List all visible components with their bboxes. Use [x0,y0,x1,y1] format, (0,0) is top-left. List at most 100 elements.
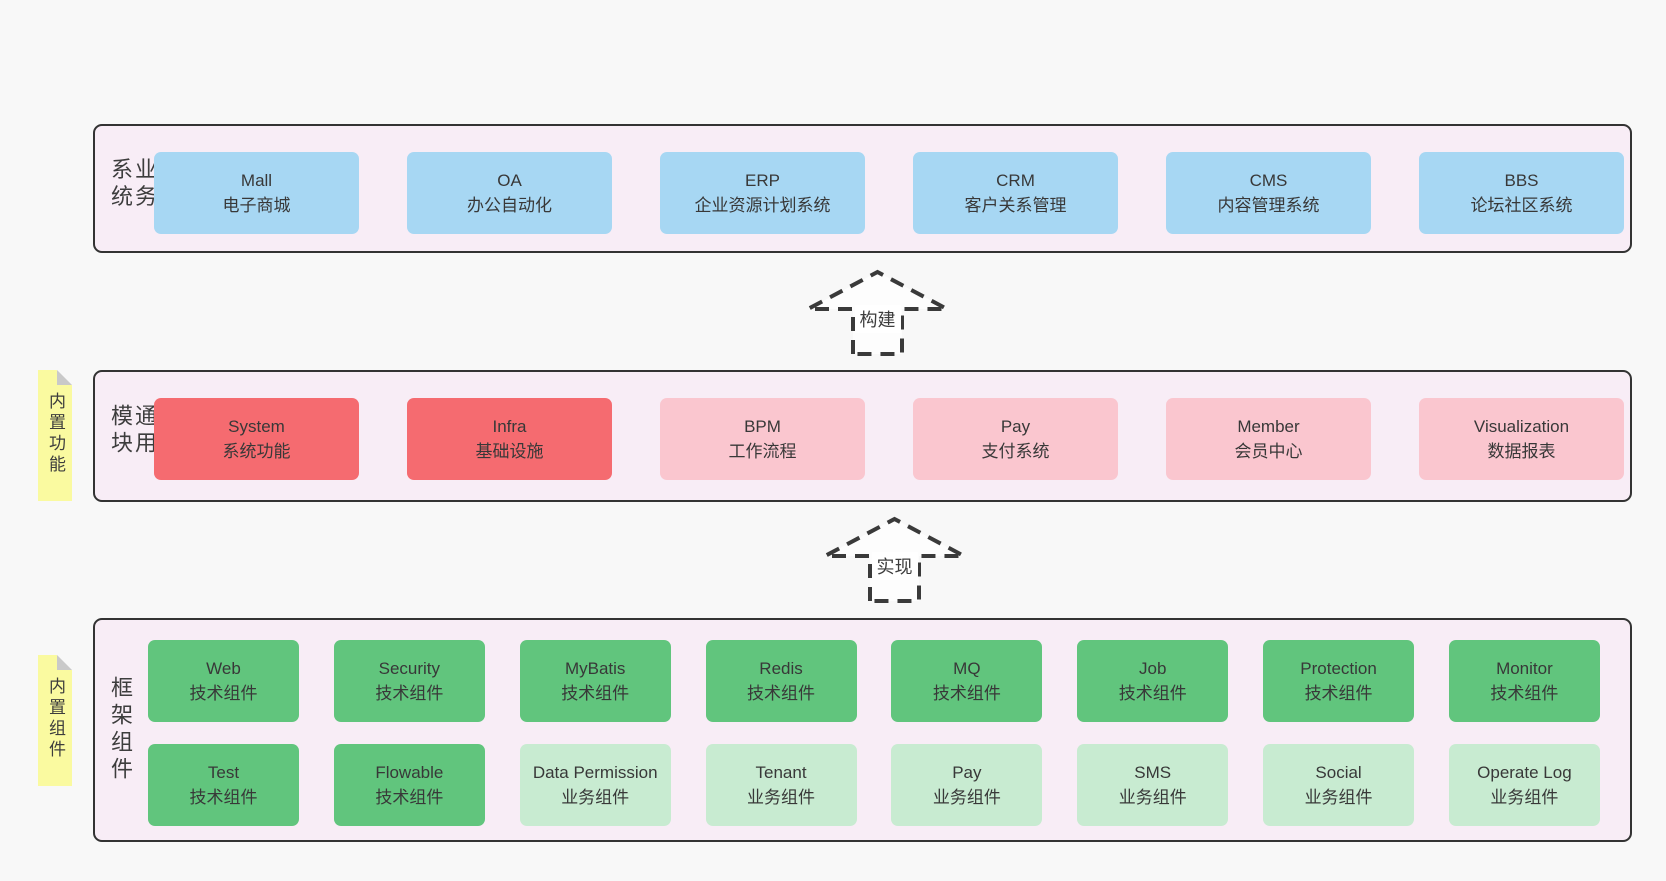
module-name: ERP [745,171,780,190]
component-desc: 技术组件 [1118,684,1187,703]
module-box-erp: ERP 企业资源计划系统 [660,152,865,234]
module-name: Mall [240,171,273,190]
component-name: Tenant [755,763,807,782]
component-name: Monitor [1496,659,1553,678]
module-box-cms: CMS 内容管理系统 [1166,152,1371,234]
component-box-web: Web 技术组件 [148,640,299,722]
module-box-bpm: BPM 工作流程 [660,398,865,480]
component-name: SMS [1134,763,1172,782]
component-box-security: Security 技术组件 [333,640,485,722]
component-box-redis: Redis 技术组件 [705,640,857,722]
module-box-bbs: BBS 论坛社区系统 [1419,152,1624,234]
sticky-note-text: 内置组件 [46,677,65,761]
module-desc: 数据报表 [1487,442,1556,461]
component-name: Security [378,659,441,678]
module-name: CMS [1249,171,1288,190]
component-desc: 业务组件 [1118,788,1187,807]
component-desc: 业务组件 [747,788,816,807]
component-desc: 技术组件 [1304,684,1373,703]
component-desc: 技术组件 [747,684,816,703]
component-name: Web [206,659,241,678]
module-box-system: System 系统功能 [154,398,359,480]
component-desc: 技术组件 [375,788,444,807]
component-desc: 技术组件 [1490,684,1559,703]
component-box-mybatis: MyBatis 技术组件 [519,640,671,722]
module-name: System [228,417,285,436]
module-name: Member [1237,417,1300,436]
module-box-member: Member 会员中心 [1166,398,1371,480]
component-box-mq: MQ 技术组件 [891,640,1043,722]
component-desc: 业务组件 [561,788,630,807]
module-box-oa: OA 办公自动化 [407,152,612,234]
layer-label-business-systems: 业务系统 [108,157,157,212]
component-name: MyBatis [564,659,626,678]
module-name: Pay [1000,417,1031,436]
component-name: Pay [952,763,982,782]
module-desc: 论坛社区系统 [1470,196,1573,215]
component-box-sms: SMS 业务组件 [1077,744,1229,826]
component-box-tenant: Tenant 业务组件 [705,744,857,826]
module-desc: 基础设施 [475,442,544,461]
component-desc: 技术组件 [189,684,258,703]
component-name: Test [207,763,240,782]
module-name: OA [497,171,522,190]
arrow-implement: 实现 [823,516,966,605]
arrow-build-label: 构建 [854,305,901,333]
sticky-note-text: 内置功能 [46,392,65,476]
component-box-social: Social 业务组件 [1263,744,1415,826]
component-box-pay: Pay 业务组件 [891,744,1043,826]
component-desc: 技术组件 [932,684,1001,703]
component-desc: 业务组件 [1304,788,1373,807]
module-name: Visualization [1473,417,1570,436]
module-desc: 内容管理系统 [1217,196,1320,215]
component-box-operate-log: Operate Log 业务组件 [1448,744,1600,826]
component-name: Data Permission [532,763,658,782]
layer-framework-components: 框架组件 Web 技术组件 Security 技术组件 MyBatis 技术组件… [93,618,1632,842]
component-box-job: Job 技术组件 [1077,640,1229,722]
component-desc: 技术组件 [561,684,630,703]
component-desc: 技术组件 [375,684,444,703]
module-desc: 会员中心 [1234,442,1303,461]
layer-business-systems: 业务系统 Mall 电子商城 OA 办公自动化 ERP 企业资源计划系统 CRM… [93,124,1632,253]
layer-label-framework-components: 框架组件 [108,676,133,784]
module-box-crm: CRM 客户关系管理 [913,152,1118,234]
arrow-build: 构建 [806,269,949,358]
common-modules-row: System 系统功能 Infra 基础设施 BPM 工作流程 Pay 支付系统… [154,398,1624,480]
component-box-data-permission: Data Permission 业务组件 [519,744,671,826]
component-desc: 业务组件 [1490,788,1559,807]
component-name: Social [1315,763,1362,782]
arrow-implement-label: 实现 [871,552,918,580]
module-name: CRM [996,171,1035,190]
component-name: Flowable [375,763,444,782]
module-name: BBS [1504,171,1539,190]
layer-label-common-modules: 通用模块 [108,404,157,458]
business-systems-row: Mall 电子商城 OA 办公自动化 ERP 企业资源计划系统 CRM 客户关系… [154,152,1624,234]
module-desc: 系统功能 [222,442,291,461]
module-box-infra: Infra 基础设施 [407,398,612,480]
framework-components-row-2: Test 技术组件 Flowable 技术组件 Data Permission … [148,744,1600,826]
component-box-protection: Protection 技术组件 [1263,640,1415,722]
component-name: Job [1139,659,1167,678]
component-desc: 业务组件 [932,788,1001,807]
component-box-monitor: Monitor 技术组件 [1448,640,1600,722]
module-name: Infra [492,417,527,436]
module-desc: 客户关系管理 [964,196,1067,215]
module-desc: 企业资源计划系统 [694,196,831,215]
layer-common-modules: 通用模块 System 系统功能 Infra 基础设施 BPM 工作流程 Pay… [93,370,1632,502]
component-desc: 技术组件 [189,788,258,807]
module-box-visualization: Visualization 数据报表 [1419,398,1624,480]
component-box-flowable: Flowable 技术组件 [333,744,485,826]
module-box-pay: Pay 支付系统 [913,398,1118,480]
component-name: MQ [953,659,981,678]
module-desc: 电子商城 [222,196,291,215]
framework-components-row-1: Web 技术组件 Security 技术组件 MyBatis 技术组件 Redi… [148,640,1600,722]
module-desc: 支付系统 [981,442,1050,461]
module-box-mall: Mall 电子商城 [154,152,359,234]
module-desc: 办公自动化 [467,196,552,215]
module-desc: 工作流程 [728,442,797,461]
component-name: Protection [1300,659,1377,678]
sticky-note-built-in-components: 内置组件 [38,655,72,786]
module-name: BPM [744,417,781,436]
sticky-note-built-in-features: 内置功能 [38,370,72,501]
